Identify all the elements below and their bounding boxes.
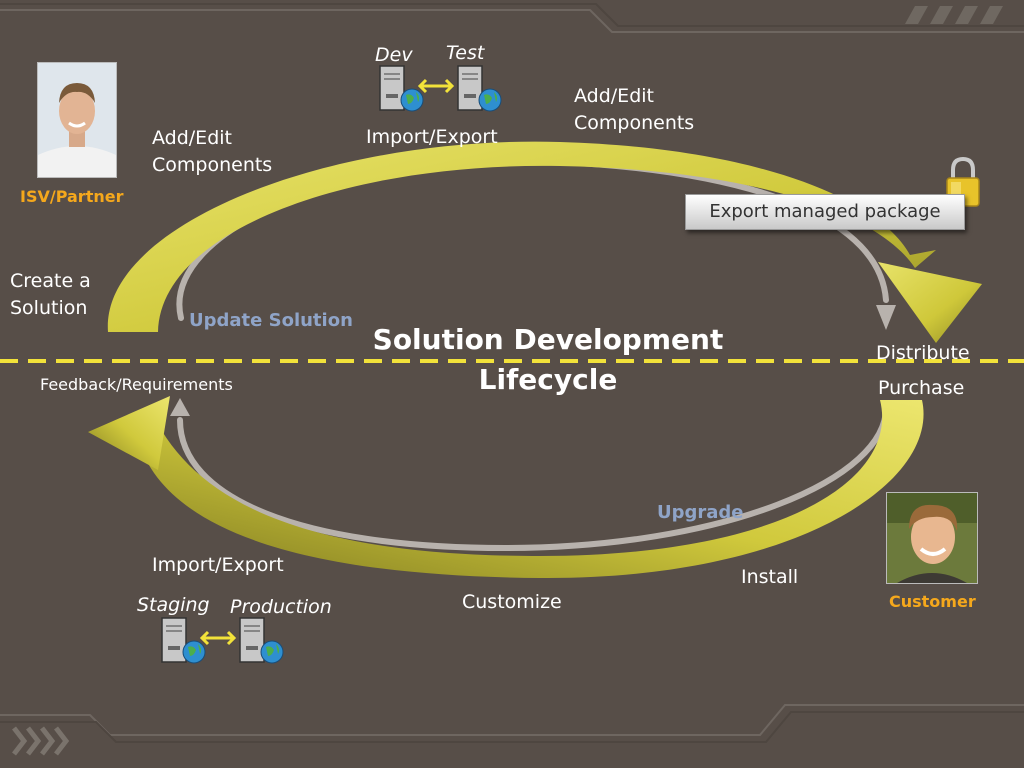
create-solution-label: Create a Solution [10, 270, 91, 319]
import-export-top-label: Import/Export [366, 126, 498, 148]
staging-label: Staging [137, 594, 210, 616]
isv-partner-label: ISV/Partner [20, 187, 124, 206]
customer-label: Customer [889, 592, 976, 611]
gray-arrowhead-up [170, 398, 190, 416]
install-label: Install [741, 566, 799, 588]
server-icon [457, 65, 502, 112]
update-solution-label: Update Solution [189, 310, 353, 331]
server-icon [379, 65, 424, 112]
server-icon [161, 617, 206, 664]
purchase-label: Purchase [878, 377, 965, 399]
yellow-arrowhead-feedback [88, 396, 170, 470]
create-solution-arrow [107, 141, 936, 332]
customize-label: Customize [462, 591, 562, 613]
frame-decoration-bottom [0, 704, 1024, 743]
test-label: Test [446, 42, 485, 64]
isv-partner-photo [37, 62, 117, 178]
feedback-label: Feedback/Requirements [40, 375, 233, 394]
stripes-icon [905, 6, 1003, 24]
dev-label: Dev [375, 44, 413, 66]
yellow-arrowhead-distribute [878, 262, 982, 343]
distribute-label: Distribute [876, 342, 970, 364]
add-edit-right-label: Add/Edit Components [574, 85, 695, 134]
server-icon [239, 617, 284, 664]
upgrade-label: Upgrade [657, 502, 744, 523]
import-export-bottom-label: Import/Export [152, 554, 284, 576]
feedback-arrow [120, 400, 924, 579]
chevron-right-icon [12, 726, 70, 756]
page-title: Solution Development Lifecycle [372, 323, 724, 396]
double-arrow-icon [199, 630, 237, 646]
production-label: Production [230, 596, 332, 618]
frame-decoration-top [0, 3, 1024, 33]
customer-photo [886, 492, 978, 584]
add-edit-left-label: Add/Edit Components [152, 127, 273, 176]
gray-arrowhead-down [876, 305, 896, 330]
double-arrow-icon [417, 78, 455, 94]
export-package-box: Export managed package [685, 194, 965, 230]
